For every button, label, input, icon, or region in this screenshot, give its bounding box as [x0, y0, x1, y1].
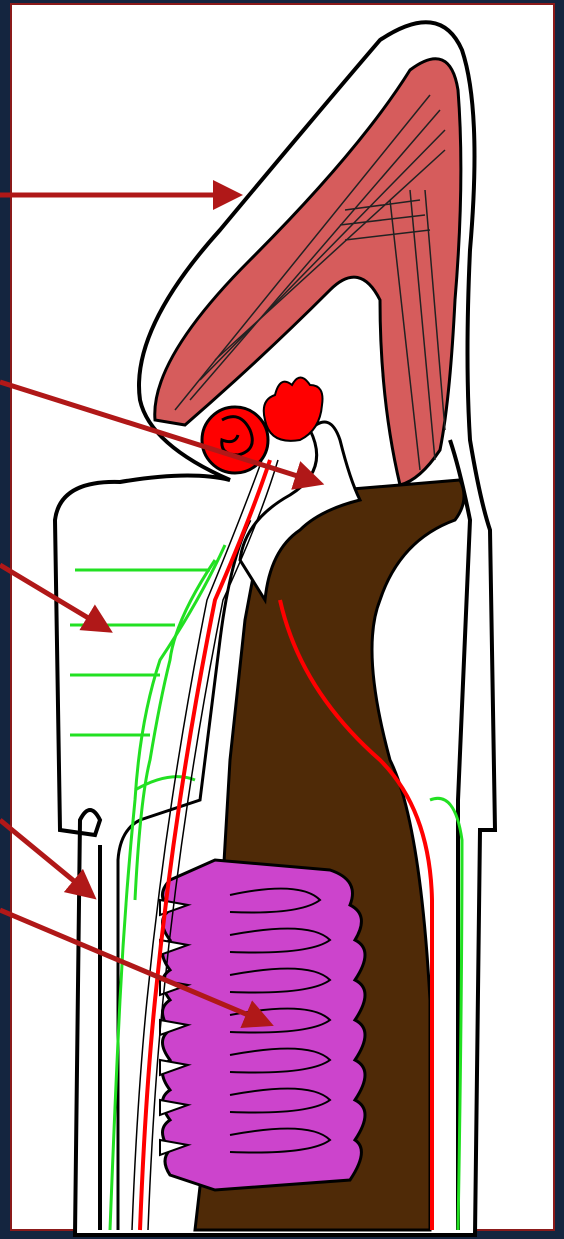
purple-folds: [163, 860, 366, 1190]
